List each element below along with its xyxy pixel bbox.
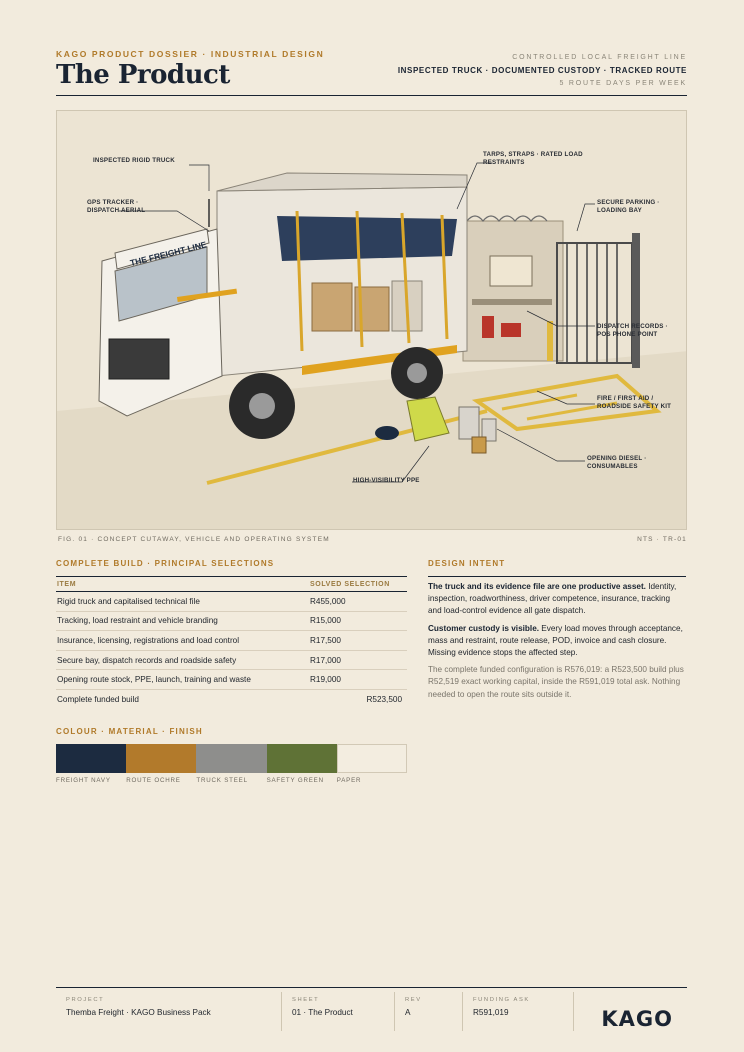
total-label: Complete funded build: [57, 695, 139, 705]
footer-sheet-label: SHEET: [292, 997, 320, 1003]
truck-illustration: THE FREIGHT LINE: [57, 162, 686, 529]
build-heading: COMPLETE BUILD · PRINCIPAL SELECTIONS: [56, 559, 275, 568]
swatch-truck-steel: TRUCK STEEL: [196, 744, 267, 784]
footer-rev-label: REV: [405, 997, 422, 1003]
swatch-chip: [56, 744, 127, 773]
footer-funding-value: R591,019: [473, 1008, 509, 1017]
footer-sheet-value: 01 · The Product: [292, 1008, 353, 1017]
swatch-freight-navy: FREIGHT NAVY: [56, 744, 127, 784]
swatch-label: FREIGHT NAVY: [56, 777, 111, 784]
swatch-label: TRUCK STEEL: [196, 777, 248, 784]
footer-project: PROJECT Themba Freight · KAGO Business P…: [56, 988, 281, 1037]
concept-cutaway-figure: THE FREIGHT LINE INSPECTED RIGID TRUCK G…: [56, 110, 687, 530]
row-item: Rigid truck and capitalised technical fi…: [57, 596, 200, 606]
callout-fire-kit: FIRE / FIRST AID / ROADSIDE SAFETY KIT: [597, 395, 672, 411]
footer-project-label: PROJECT: [66, 997, 105, 1003]
figure-caption: FIG. 01 · CONCEPT CUTAWAY, VEHICLE AND O…: [58, 536, 330, 543]
title-block-footer: PROJECT Themba Freight · KAGO Business P…: [56, 987, 687, 1037]
swatch-route-ochre: ROUTE OCHRE: [126, 744, 197, 784]
callout-parking: SECURE PARKING · LOADING BAY: [597, 199, 660, 215]
header-meta: CONTROLLED LOCAL FREIGHT LINE INSPECTED …: [398, 54, 687, 87]
figure-scale-note: NTS · TR-01: [637, 536, 687, 543]
row-item: Insurance, licensing, registrations and …: [57, 635, 240, 645]
swatch-label: PAPER: [336, 777, 362, 784]
footer-rev-value: A: [405, 1008, 411, 1017]
footer-project-value: Themba Freight · KAGO Business Pack: [66, 1008, 211, 1017]
header-rule: [56, 95, 687, 96]
swatch-label: SAFETY GREEN: [266, 777, 324, 784]
intent-paragraph-3: The complete funded configuration is R57…: [428, 665, 684, 699]
table-row: Opening route stock, PPE, launch, traini…: [56, 670, 407, 690]
callout-tarps: TARPS, STRAPS · RATED LOAD RESTRAINTS: [483, 151, 583, 167]
intent-text-1: Identity, inspection, roadworthiness, dr…: [428, 582, 677, 616]
swatch-label: ROUTE OCHRE: [126, 777, 181, 784]
swatch-chip: [266, 744, 337, 773]
row-value: R17,500: [310, 635, 341, 645]
footer-funding-label: FUNDING ASK: [473, 997, 530, 1003]
intent-lead-1: The truck and its evidence file are one …: [428, 582, 646, 591]
swatch-safety-green: SAFETY GREEN: [266, 744, 337, 784]
callout-dispatch: DISPATCH RECORDS · POS PHONE POINT: [597, 323, 668, 339]
intent-body: The truck and its evidence file are one …: [428, 576, 686, 701]
dossier-kicker: KAGO PRODUCT DOSSIER · INDUSTRIAL DESIGN: [56, 49, 325, 59]
page-title: The Product: [56, 60, 230, 90]
row-item: Secure bay, dispatch records and roadsid…: [57, 655, 237, 665]
row-value: R455,000: [310, 596, 346, 606]
table-row: Secure bay, dispatch records and roadsid…: [56, 651, 407, 671]
col-selection: SOLVED SELECTION: [310, 580, 390, 588]
footer-divider: [394, 992, 395, 1031]
intent-paragraph-1: The truck and its evidence file are one …: [428, 581, 686, 618]
table-row: Tracking, load restraint and vehicle bra…: [56, 612, 407, 632]
footer-funding: FUNDING ASK R591,019: [463, 988, 573, 1037]
table-row: Insurance, licensing, registrations and …: [56, 631, 407, 651]
swatch-paper: PAPER: [336, 744, 407, 784]
table-total-row: Complete funded build R523,500: [56, 690, 407, 710]
row-value: R15,000: [310, 616, 341, 626]
callout-diesel: OPENING DIESEL · CONSUMABLES: [587, 455, 647, 471]
header-meta-line1: CONTROLLED LOCAL FREIGHT LINE: [512, 54, 687, 61]
header-meta-line3: 5 ROUTE DAYS PER WEEK: [559, 80, 687, 87]
build-table: ITEM SOLVED SELECTION Rigid truck and ca…: [56, 576, 407, 710]
total-value: R523,500: [366, 695, 402, 705]
intent-lead-2: Customer custody is visible.: [428, 623, 540, 633]
table-row: Rigid truck and capitalised technical fi…: [56, 592, 407, 612]
callout-gps: GPS TRACKER · DISPATCH AERIAL: [87, 199, 146, 215]
swatch-chip: [126, 744, 197, 773]
swatch-chip: [196, 744, 267, 773]
intent-paragraph-2: Customer custody is visible. Every load …: [428, 623, 686, 660]
footer-sheet: SHEET 01 · The Product: [282, 988, 394, 1037]
row-item: Opening route stock, PPE, launch, traini…: [57, 675, 251, 685]
callout-ppe: HIGH-VISIBILITY PPE: [353, 477, 420, 484]
callout-truck: INSPECTED RIGID TRUCK: [93, 157, 175, 164]
row-value: R19,000: [310, 675, 341, 685]
header-meta-line2: INSPECTED TRUCK · DOCUMENTED CUSTODY · T…: [397, 66, 687, 75]
intent-text-2: Every load moves through acceptance, mas…: [428, 623, 683, 658]
swatch-chip: [336, 744, 407, 773]
footer-divider: [573, 992, 574, 1031]
row-item: Tracking, load restraint and vehicle bra…: [57, 616, 218, 626]
colour-swatches: FREIGHT NAVY ROUTE OCHRE TRUCK STEEL SAF…: [56, 744, 407, 784]
row-value: R17,000: [310, 655, 341, 665]
footer-rev: REV A: [395, 988, 462, 1037]
build-table-header: ITEM SOLVED SELECTION: [56, 576, 407, 592]
col-item: ITEM: [57, 580, 77, 588]
intent-heading: DESIGN INTENT: [428, 559, 506, 568]
footer-divider: [462, 992, 463, 1031]
footer-divider: [281, 992, 282, 1031]
finish-heading: COLOUR · MATERIAL · FINISH: [56, 727, 203, 736]
kago-logo: KAGO: [601, 1007, 673, 1031]
